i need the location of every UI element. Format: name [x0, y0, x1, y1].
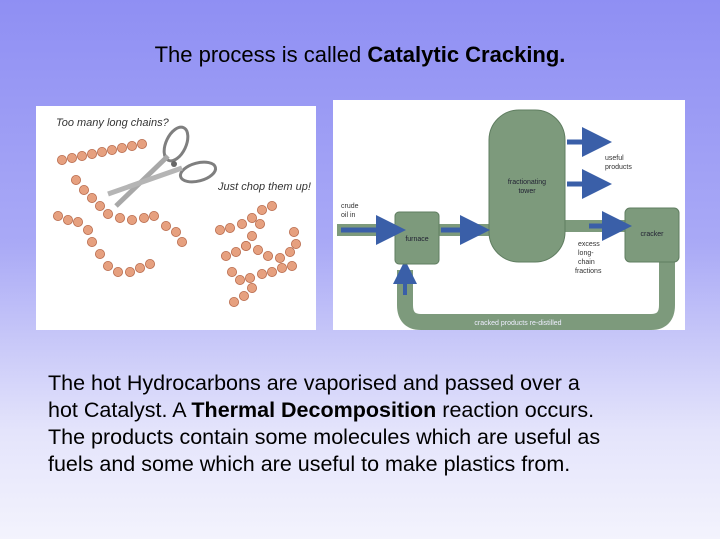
bead — [284, 246, 295, 257]
bead — [246, 282, 257, 293]
excess-label-4: fractions — [575, 268, 602, 275]
bead — [115, 213, 126, 224]
bead — [56, 155, 67, 166]
useful-label-1: useful — [605, 155, 624, 162]
bead — [286, 260, 297, 271]
bead — [234, 274, 245, 285]
bead — [290, 238, 301, 249]
bead — [95, 248, 106, 259]
title-prefix: The process is called — [154, 42, 368, 67]
bead — [125, 266, 136, 277]
bead — [252, 244, 263, 255]
bead — [95, 201, 106, 212]
bead — [230, 246, 241, 257]
bead — [288, 227, 299, 238]
cracker-label: cracker — [641, 231, 665, 238]
bead — [246, 213, 257, 224]
bead — [103, 209, 114, 220]
bead — [149, 211, 160, 222]
chain-illustration-svg: Too many long chains? Just chop them up! — [52, 117, 311, 307]
scissors-icon — [107, 125, 218, 208]
bead — [244, 272, 255, 283]
cracking-flow-diagram: cracked products re-distilled furnace fr… — [333, 100, 685, 330]
bead — [161, 221, 172, 232]
bead — [139, 213, 150, 224]
tower-label-2: tower — [518, 188, 536, 195]
bead — [145, 258, 156, 269]
bead — [87, 193, 98, 204]
bead — [113, 266, 124, 277]
bead — [87, 149, 98, 160]
bead — [83, 225, 94, 236]
return-pipe — [397, 260, 675, 330]
line2-suffix: reaction occurs. — [436, 398, 595, 422]
bead — [262, 250, 273, 261]
description-line-4: fuels and some which are useful to make … — [48, 452, 571, 476]
bead — [62, 215, 73, 226]
bead — [66, 153, 77, 164]
chain-illustration: Too many long chains? Just chop them up! — [36, 106, 316, 330]
useful-label-2: products — [605, 164, 632, 171]
tower-label-1: fractionating — [508, 179, 546, 186]
caption-too-many: Too many long chains? — [56, 117, 170, 129]
bead — [117, 143, 128, 154]
bead — [246, 231, 257, 242]
bead — [52, 211, 63, 222]
bead — [87, 236, 98, 247]
caption-chop: Just chop them up! — [217, 181, 311, 193]
bead — [266, 266, 277, 277]
title-bold: Catalytic Cracking. — [367, 42, 566, 67]
bead — [226, 266, 237, 277]
bead — [137, 139, 148, 150]
excess-label-1: excess — [578, 241, 600, 248]
furnace-label: furnace — [405, 236, 428, 243]
crude-label-1: crude — [341, 203, 359, 210]
bead — [238, 290, 249, 301]
bead — [254, 219, 265, 230]
bead — [236, 219, 247, 230]
description-line-3: The products contain some molecules whic… — [48, 425, 601, 449]
bead — [97, 147, 108, 158]
bead — [228, 296, 239, 307]
bead — [276, 262, 287, 273]
description-line-1: The hot Hydrocarbons are vaporised and p… — [48, 371, 580, 395]
description-text: The hot Hydrocarbons are vaporised and p… — [48, 370, 708, 478]
bead — [256, 268, 267, 279]
bead — [127, 141, 138, 152]
bead — [224, 223, 235, 234]
bead — [240, 240, 251, 251]
thermal-decomposition-term: Thermal Decomposition — [191, 398, 437, 422]
bead — [79, 185, 90, 196]
bead — [266, 201, 277, 212]
flow-diagram-svg: cracked products re-distilled furnace fr… — [337, 109, 680, 330]
bead — [127, 215, 138, 226]
fractionating-tower — [488, 109, 566, 263]
crude-label-2: oil in — [341, 212, 356, 219]
slide-title: The process is called Catalytic Cracking… — [0, 42, 720, 68]
bead — [135, 262, 146, 273]
excess-label-2: long- — [578, 250, 594, 257]
bead — [256, 205, 267, 216]
excess-label-3: chain — [578, 259, 595, 266]
bead — [176, 236, 187, 247]
bead — [103, 260, 114, 271]
bead — [170, 227, 181, 238]
bead — [107, 145, 118, 156]
description-line-2: hot Catalyst. A Thermal Decomposition re… — [48, 397, 708, 424]
return-label: cracked products re-distilled — [474, 320, 561, 327]
line2-prefix: hot Catalyst. A — [48, 398, 192, 422]
bead — [274, 252, 285, 263]
bead — [214, 225, 225, 236]
bead — [73, 217, 84, 228]
bead — [71, 175, 82, 186]
bead — [220, 250, 231, 261]
bead — [77, 151, 88, 162]
molecule-chain-icon — [52, 139, 301, 307]
